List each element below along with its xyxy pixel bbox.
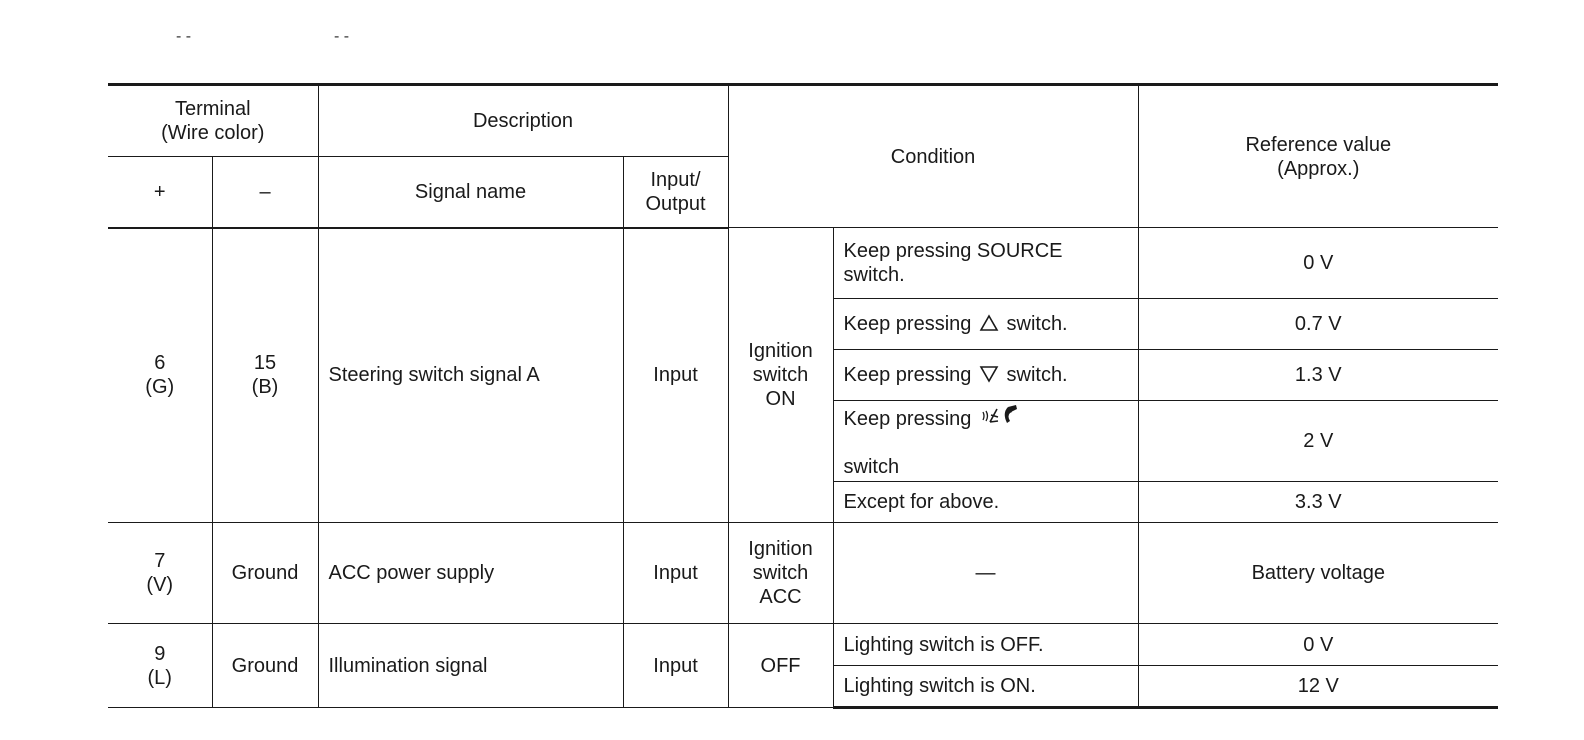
ignition-condition-cell: Ignition switch ON: [727, 227, 834, 523]
minus-terminal-cell: Ground: [211, 623, 319, 708]
triangle-up-icon: [979, 314, 999, 331]
table-row: 9 (L) Ground Illumination signal Input O…: [108, 623, 1499, 708]
header-mark-right: - -: [334, 28, 350, 45]
description-header: Description: [317, 83, 729, 157]
header-row-2: + – Signal name Input/ Output: [108, 156, 1498, 229]
condition-cell: Keep pressing switch: [833, 400, 1139, 482]
plus-terminal-cell: 7 (V): [108, 522, 213, 624]
plus-header: +: [108, 156, 213, 229]
reference-value-cell: Battery voltage: [1137, 522, 1499, 624]
condition-cell: Except for above.: [833, 481, 1139, 523]
io-cell: Input: [622, 623, 729, 708]
condition-cell: Keep pressing SOURCE switch.: [832, 227, 1139, 299]
terminal-header: Terminal (Wire color): [108, 83, 319, 157]
plus-terminal-cell: 6 (G): [108, 227, 213, 523]
plus-terminal-cell: 9 (L): [108, 623, 213, 708]
table-row: Keep pressing switch. 1.3 V: [108, 349, 1499, 401]
reference-value-header: Reference value (Approx.): [1137, 83, 1499, 228]
signal-name-header: Signal name: [317, 156, 624, 229]
condition-cell: Keep pressing switch.: [833, 349, 1139, 401]
terminal-spec-table: Terminal (Wire color) Description Condit…: [108, 83, 1499, 709]
minus-terminal-cell: Ground: [211, 522, 319, 624]
signal-name-cell: ACC power supply: [317, 522, 624, 624]
reference-value-cell: 0 V: [1137, 623, 1499, 666]
input-output-header: Input/ Output: [622, 156, 729, 229]
reference-value-cell: 0 V: [1137, 227, 1499, 299]
signal-name-cell: Illumination signal: [317, 623, 624, 708]
reference-value-cell: 3.3 V: [1137, 481, 1499, 523]
reference-value-cell: 0.7 V: [1137, 298, 1499, 350]
table-row: Lighting switch is ON. 12 V: [108, 665, 1499, 709]
voice-phone-icon: [982, 405, 1017, 423]
header-mark-left: - -: [176, 28, 192, 45]
condition-cell: Lighting switch is OFF.: [832, 623, 1139, 666]
condition-header: Condition: [727, 83, 1139, 228]
reference-value-cell: 2 V: [1137, 400, 1499, 482]
minus-header: –: [211, 156, 319, 229]
triangle-down-icon: [979, 366, 999, 383]
condition-cell: Lighting switch is ON.: [833, 665, 1139, 709]
reference-value-cell: 1.3 V: [1137, 349, 1499, 401]
ignition-condition-cell: Ignition switch ACC: [727, 522, 834, 624]
header-row-1: Terminal (Wire color) Description Condit…: [108, 83, 1499, 228]
reference-value-cell: 12 V: [1137, 665, 1499, 709]
table-row: 7 (V) Ground ACC power supply Input Igni…: [108, 522, 1499, 624]
table-row: 6 (G) 15 (B) Steering switch signal A In…: [108, 227, 1499, 523]
condition-cell: Keep pressing switch.: [833, 298, 1139, 350]
io-cell: Input: [622, 522, 729, 624]
condition-cell: —: [832, 522, 1139, 624]
io-cell: Input: [622, 227, 729, 523]
minus-terminal-cell: 15 (B): [211, 227, 319, 523]
ignition-condition-cell: OFF: [727, 623, 834, 708]
table-row: Keep pressing switch 2 V: [108, 400, 1499, 482]
signal-name-cell: Steering switch signal A: [317, 227, 624, 523]
